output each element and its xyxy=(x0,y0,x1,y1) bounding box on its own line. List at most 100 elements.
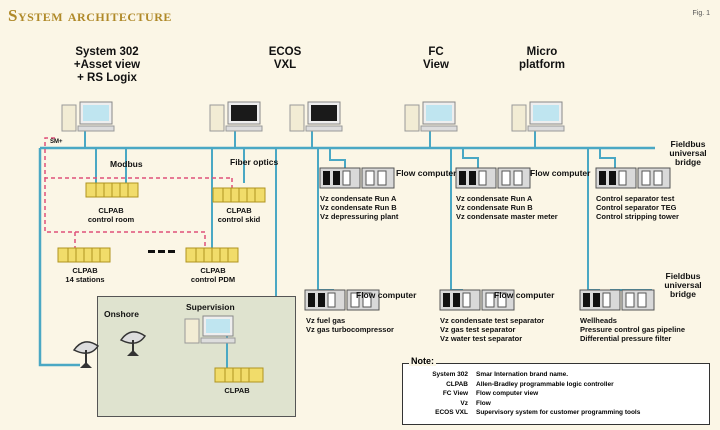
fiber-dashed xyxy=(44,178,206,248)
ecos-heading: ECOS VXL xyxy=(255,46,315,72)
flow-group-5: Vz condensate test separator Vz gas test… xyxy=(440,316,544,343)
fieldbus-line: Fieldbus xyxy=(670,139,706,149)
clpab-rack-icon xyxy=(214,367,264,383)
flow-computer-icon xyxy=(304,289,380,311)
flow-group-3: Control separator test Control separator… xyxy=(596,194,679,221)
computer-icon xyxy=(61,101,115,132)
flow-group-2: Vz condensate Run A Vz condensate Run B … xyxy=(456,194,558,221)
clpab-pdm-label: CLPAB control PDM xyxy=(178,266,248,284)
flow-item: Vz condensate master meter xyxy=(456,212,558,221)
flow-item: Control separator test xyxy=(596,194,675,203)
fc1-top xyxy=(329,148,346,168)
flow-item: Vz water test separator xyxy=(440,334,523,343)
note-value: Supervisory system for customer programm… xyxy=(476,409,641,416)
clpab-line: control room xyxy=(87,215,135,224)
fieldbus-bottom-label: Fieldbus universal bridge xyxy=(655,272,711,299)
computer-icon xyxy=(209,101,263,132)
clpab-skid-label: CLPAB control skid xyxy=(204,206,274,224)
system-302-line: System 302 xyxy=(75,46,139,58)
flow-computer-icon xyxy=(439,289,515,311)
fc3-top xyxy=(599,148,616,168)
system-302-heading: System 302 +Asset view + RS Logix xyxy=(52,46,162,85)
flow-group-4: Vz fuel gas Vz gas turbocompressor xyxy=(306,316,394,334)
figure-label: Fig. 1 xyxy=(692,10,710,17)
clpab-rack-icon xyxy=(85,182,139,198)
computer-icon xyxy=(289,101,343,132)
system-302-line: +Asset view xyxy=(73,59,141,71)
flow-computer-icon xyxy=(595,167,671,189)
computer-icon xyxy=(184,315,236,344)
fcview-line: FC xyxy=(428,46,444,58)
note-row: Vz Flow xyxy=(408,399,640,409)
clpab-rack-icon xyxy=(212,187,266,203)
fcview-line: View xyxy=(423,59,449,71)
computer-icon xyxy=(511,101,565,132)
clpab-room-label: CLPAB control room xyxy=(76,206,146,224)
fieldbus-line: bridge xyxy=(670,289,696,299)
micro-line: Micro xyxy=(526,46,558,58)
note-rows: System 302 Smar Internation brand name. C… xyxy=(408,370,640,418)
computer-icon xyxy=(404,101,458,132)
flow-item: Vz condensate test separator xyxy=(440,316,545,325)
modbus-label: Modbus xyxy=(110,159,143,169)
note-box xyxy=(402,363,710,425)
fieldbus-top-label: Fieldbus universal bridge xyxy=(660,140,716,167)
flow-computer-icon xyxy=(579,289,655,311)
flow-item: Vz gas test separator xyxy=(440,325,516,334)
flow-computer-icon xyxy=(455,167,531,189)
fieldbus-line: Fieldbus xyxy=(665,271,701,281)
note-key: CLPAB xyxy=(446,380,468,388)
flow-item: Control stripping tower xyxy=(596,212,679,221)
flow-group-6: Wellheads Pressure control gas pipeline … xyxy=(580,316,685,343)
flow-group-1: Vz condensate Run A Vz condensate Run B … xyxy=(320,194,398,221)
modbus-dashed xyxy=(44,137,232,179)
flow-item: Control separator TEG xyxy=(596,203,677,212)
ecos-line: VXL xyxy=(273,59,297,71)
clpab-onshore-label: CLPAB xyxy=(224,386,250,395)
flow-item: Vz gas turbocompressor xyxy=(306,325,394,334)
clpab-stations-label: CLPAB 14 stations xyxy=(50,266,120,284)
flow-item: Vz condensate Run B xyxy=(456,203,533,212)
flow-item: Vz fuel gas xyxy=(306,316,346,325)
flow-item: Differential pressure filter xyxy=(580,334,672,343)
note-value: Allen-Bradley programmable logic control… xyxy=(476,380,614,388)
note-value: Flow computer view xyxy=(476,390,539,397)
dash-mark xyxy=(158,250,165,253)
flow-item: Vz condensate Run B xyxy=(320,203,397,212)
clpab-rack-icon xyxy=(57,247,111,263)
clpab-line: CLPAB xyxy=(72,266,98,275)
note-value: Smar Internation brand name. xyxy=(476,371,569,378)
note-row: CLPAB Allen-Bradley programmable logic co… xyxy=(408,380,640,390)
ecos-line: ECOS xyxy=(268,46,302,58)
flow-computer-title: Flow computer xyxy=(356,290,417,300)
flow-computer-icon xyxy=(319,167,395,189)
dash-mark xyxy=(148,250,155,253)
system-302-line: + RS Logix xyxy=(77,72,137,84)
micro-heading: Micro platform xyxy=(510,46,574,72)
dash-mark xyxy=(168,250,175,253)
flow-computer-title: Flow computer xyxy=(396,168,457,178)
fieldbus-line: bridge xyxy=(675,157,701,167)
fieldbus-line: universal xyxy=(664,280,702,290)
note-value: Flow xyxy=(476,399,491,407)
note-title: Note: xyxy=(409,356,436,366)
flow-computer-title: Flow computer xyxy=(530,168,591,178)
flow-item: Vz condensate Run A xyxy=(456,194,533,203)
diagram-title: System architecture xyxy=(8,6,172,25)
onshore-drawing xyxy=(119,315,264,383)
flow-item: Pressure control gas pipeline xyxy=(580,325,686,334)
note-key: FC View xyxy=(442,390,468,397)
fieldbus-line: universal xyxy=(669,148,707,158)
onshore-panel xyxy=(97,296,296,417)
clpab-line: CLPAB xyxy=(98,206,124,215)
clpab-line: 14 stations xyxy=(65,275,105,284)
fiber-optics-label: Fiber optics xyxy=(230,157,279,167)
flow-item: Vz condensate Run A xyxy=(320,194,397,203)
clpab-line: CLPAB xyxy=(200,266,226,275)
note-key: Vz xyxy=(460,399,468,407)
clpab-line: CLPAB xyxy=(226,206,252,215)
left-bus xyxy=(38,148,80,367)
note-key: System 302 xyxy=(432,371,468,378)
satellite-dish-icon xyxy=(119,331,147,356)
